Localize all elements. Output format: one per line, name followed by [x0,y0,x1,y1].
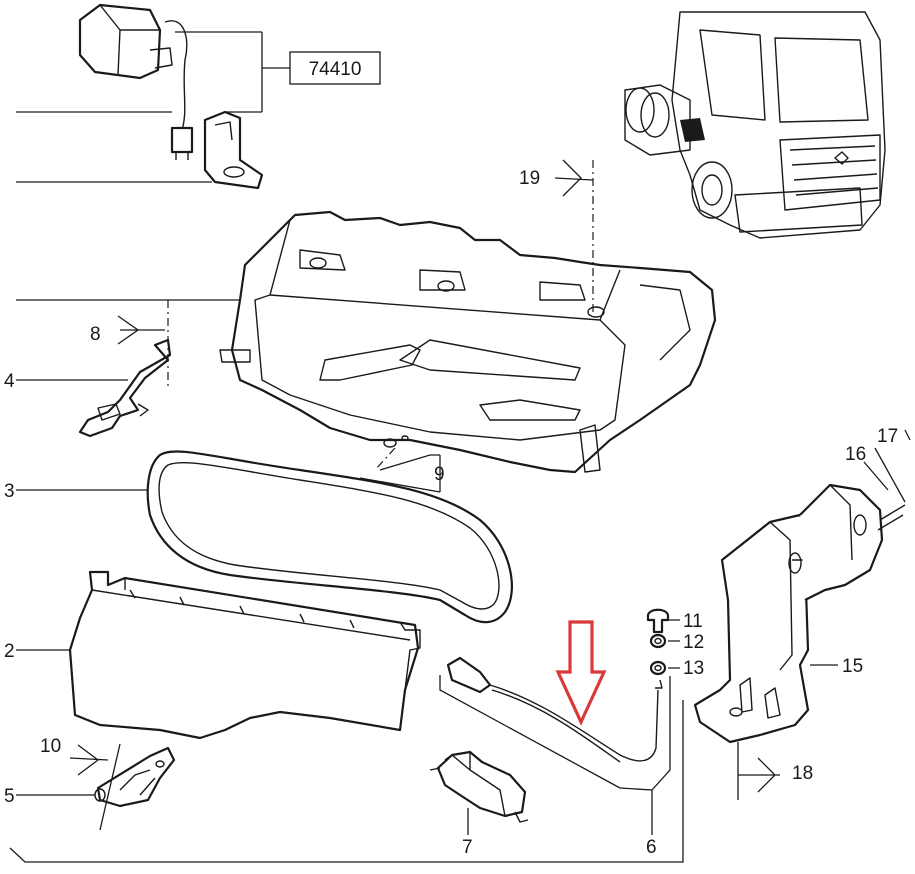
switch-and-bracket-assembly [78,3,264,190]
red-arrow-indicator [555,620,607,726]
part-9-axis [374,447,396,471]
latch-block [429,750,529,823]
callout-16: 16 [845,444,866,465]
callout-2: 2 [4,641,15,662]
callout-5: 5 [4,786,15,807]
callout-13: 13 [683,658,704,679]
callout-11: 11 [683,611,703,632]
callout-4: 4 [4,371,15,392]
leader-lines [9,31,911,863]
callout-9: 9 [434,464,445,485]
callout-19: 19 [519,168,540,189]
cover-panel [68,570,421,740]
mounting-bracket [693,483,906,744]
callout-8: 8 [90,324,101,345]
callout-6: 6 [646,837,657,858]
callout-10: 10 [40,736,61,757]
callout-7: 7 [462,837,473,858]
callout-12: 12 [683,632,704,653]
callout-17: 17 [877,426,898,447]
callout-box-74410 [289,51,381,85]
callout-3: 3 [4,481,15,502]
callout-18: 18 [792,763,813,784]
release-cable [446,656,663,763]
fasteners [646,608,670,676]
storage-tray-frame [219,210,717,474]
strap-latch [78,338,172,438]
rubber-seal [146,450,513,624]
callout-74410: 74410 [309,59,362,80]
hinge-bracket [94,746,176,808]
callout-15: 15 [842,656,863,677]
truck-cab-thumbnail [624,11,886,239]
